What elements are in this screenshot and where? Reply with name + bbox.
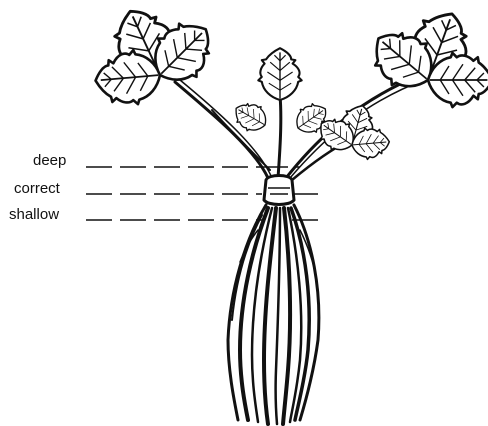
depth-label-shallow: shallow <box>9 206 59 224</box>
stem-center <box>278 95 281 178</box>
depth-label-correct: correct <box>14 180 60 198</box>
leaf-center-left <box>229 96 272 137</box>
depth-label-deep: deep <box>33 152 66 170</box>
root-mass <box>228 205 319 424</box>
leaf-small-right <box>309 95 402 170</box>
leaf-center-top <box>258 48 301 100</box>
leaf-upper-left <box>67 0 234 128</box>
crown <box>264 176 294 205</box>
leaf-upper-right <box>353 0 488 128</box>
